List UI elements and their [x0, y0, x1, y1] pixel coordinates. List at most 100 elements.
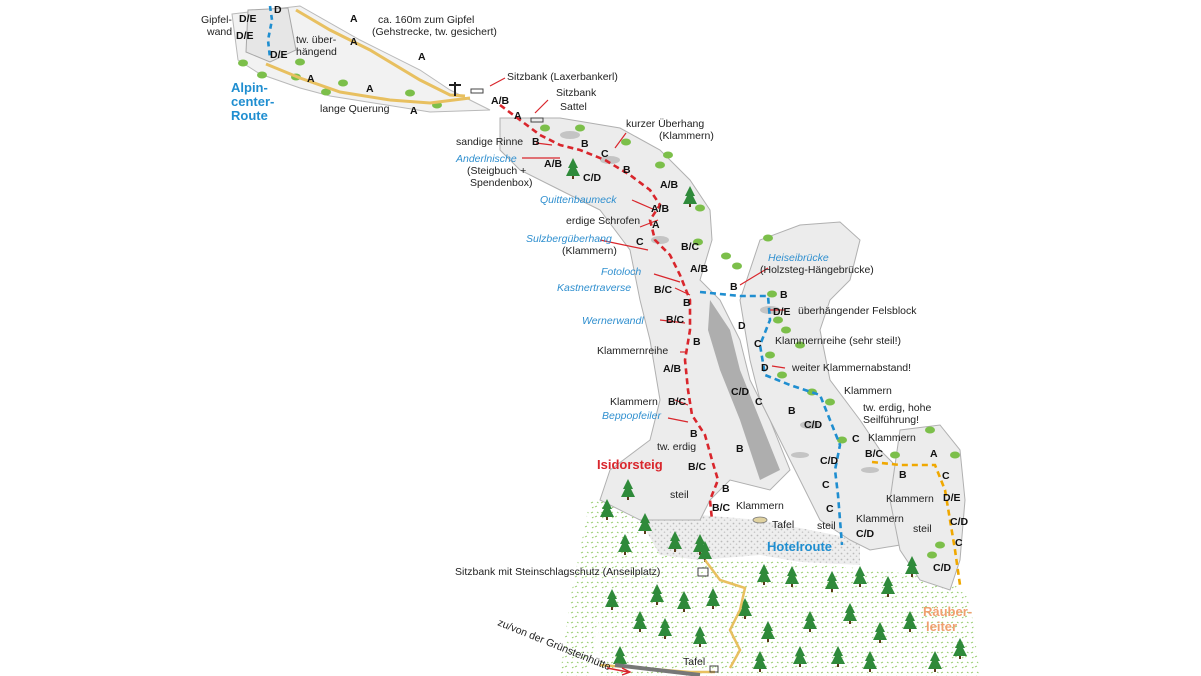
label-beppopfeiler: Beppopfeiler — [602, 410, 661, 422]
summit-rock — [231, 5, 491, 113]
route-name-isidorsteig: Isidorsteig — [597, 457, 663, 472]
grade: A — [307, 73, 315, 85]
label-ueberhaengend-1: tw. über- — [296, 34, 337, 46]
grade: B — [532, 136, 540, 148]
label-ueberhaengend-2: hängend — [296, 46, 337, 58]
label-gipfel-2: (Gehstrecke, tw. gesichert) — [372, 26, 497, 38]
route-raeuberleiter-line — [871, 460, 962, 586]
label-kastnertraverse: Kastnertraverse — [557, 282, 631, 294]
label-sitzbank-sattel-1: Sitzbank — [556, 87, 597, 99]
grade: C/D — [856, 528, 875, 540]
grade: A/B — [663, 363, 682, 375]
label-gipfelwand-2: wand — [206, 26, 232, 38]
grade: C — [755, 396, 763, 408]
grade: C — [955, 537, 963, 549]
label-tafel-2: Tafel — [683, 656, 705, 668]
grade: A/B — [544, 158, 563, 170]
grade: B — [899, 469, 907, 481]
grade: B — [736, 443, 744, 455]
grade: B/C — [712, 502, 731, 514]
route-name-hotelroute: Hotelroute — [767, 539, 832, 554]
label-tafel-1: Tafel — [772, 519, 794, 531]
label-quittenbaumeck: Quittenbaumeck — [540, 194, 617, 206]
grade: B — [693, 336, 701, 348]
grade: B/C — [668, 396, 687, 408]
bench-laxer — [470, 88, 484, 94]
label-klammern-bc: Klammern — [610, 396, 658, 408]
grade: B — [722, 483, 730, 495]
arrow-in — [606, 667, 632, 676]
label-steigbuch-2: Spendenbox) — [470, 177, 532, 189]
grade: D/E — [270, 49, 288, 61]
grade: B — [623, 164, 631, 176]
grade: D/E — [236, 30, 254, 42]
grade: C — [601, 148, 609, 160]
sign-tafel-1 — [752, 516, 768, 524]
label-sitzbank-sattel-2: Sattel — [560, 101, 587, 113]
label-steigbuch-1: (Steigbuch + — [467, 165, 526, 177]
label-wernerwandl: Wernerwandl — [582, 315, 644, 327]
label-anderlnische: Anderlnische — [455, 153, 517, 165]
summit-block — [245, 7, 297, 63]
grade: A/B — [491, 95, 510, 107]
grade: B/C — [666, 314, 685, 326]
grade: D/E — [239, 13, 257, 25]
traverse-path — [265, 62, 471, 105]
grade: B/C — [654, 284, 673, 296]
grade: C/D — [731, 386, 750, 398]
forest-area — [595, 540, 980, 676]
grade: B — [683, 297, 691, 309]
grade: A/B — [690, 263, 709, 275]
label-sandige-rinne: sandige Rinne — [456, 136, 523, 148]
grade: A — [366, 83, 374, 95]
grade: A — [652, 219, 660, 231]
label-klammern-1: Klammern — [844, 385, 892, 397]
label-fotoloch: Fotoloch — [601, 266, 641, 278]
grade: D — [738, 320, 746, 332]
label-klammern-5: Klammern — [856, 513, 904, 525]
leader-arrows — [489, 77, 786, 423]
label-sitzbank-anseil: Sitzbank mit Steinschlagschutz (Anseilpl… — [455, 566, 660, 578]
label-felsblock: überhängender Felsblock — [798, 305, 917, 317]
bench-sattel — [530, 117, 544, 123]
label-holzsteg: (Holzsteg-Hängebrücke) — [760, 264, 874, 276]
grade: B/C — [681, 241, 700, 253]
grade: D — [761, 362, 769, 374]
grade: B — [581, 138, 589, 150]
bench-anseil — [697, 567, 709, 577]
label-steil-1: steil — [670, 489, 689, 501]
label-klammern-2: Klammern — [868, 432, 916, 444]
label-lange-querung: lange Querung — [320, 103, 390, 115]
label-klammern-3: Klammern — [886, 493, 934, 505]
rock-ledges — [560, 131, 879, 473]
grade: C — [826, 503, 834, 515]
label-heiseibruecke: Heiseibrücke — [768, 252, 829, 264]
grade: A — [350, 36, 358, 48]
label-weiter-abstand: weiter Klammernabstand! — [791, 362, 911, 374]
summit-cross — [449, 82, 461, 96]
route-name-alpincenter-1: Alpin- — [231, 80, 268, 95]
label-klammern-4: Klammern — [736, 500, 784, 512]
grade: B/C — [865, 448, 884, 460]
label-kurzer-ueberhang-2: (Klammern) — [659, 130, 714, 142]
label-tw-erdig: tw. erdig — [657, 441, 696, 453]
grade: C — [822, 479, 830, 491]
label-steil-3: steil — [913, 523, 932, 535]
grade: C/D — [950, 516, 969, 528]
grade: A/B — [660, 179, 679, 191]
label-tw-erdig-2: Seilführung! — [863, 414, 919, 426]
grade: D/E — [773, 306, 791, 318]
label-kurzer-ueberhang-1: kurzer Überhang — [626, 118, 704, 130]
grade: B — [730, 281, 738, 293]
gully-shadow — [708, 300, 780, 480]
grade: A — [514, 110, 522, 122]
grade: B/C — [688, 461, 707, 473]
route-name-raeuberleiter-2: leiter — [926, 619, 957, 634]
label-erdige-schrofen: erdige Schrofen — [566, 215, 640, 227]
grade: C — [636, 236, 644, 248]
grade: C — [942, 470, 950, 482]
grade: C — [754, 338, 762, 350]
grade: D — [274, 4, 282, 16]
route-name-alpincenter-2: center- — [231, 94, 274, 109]
